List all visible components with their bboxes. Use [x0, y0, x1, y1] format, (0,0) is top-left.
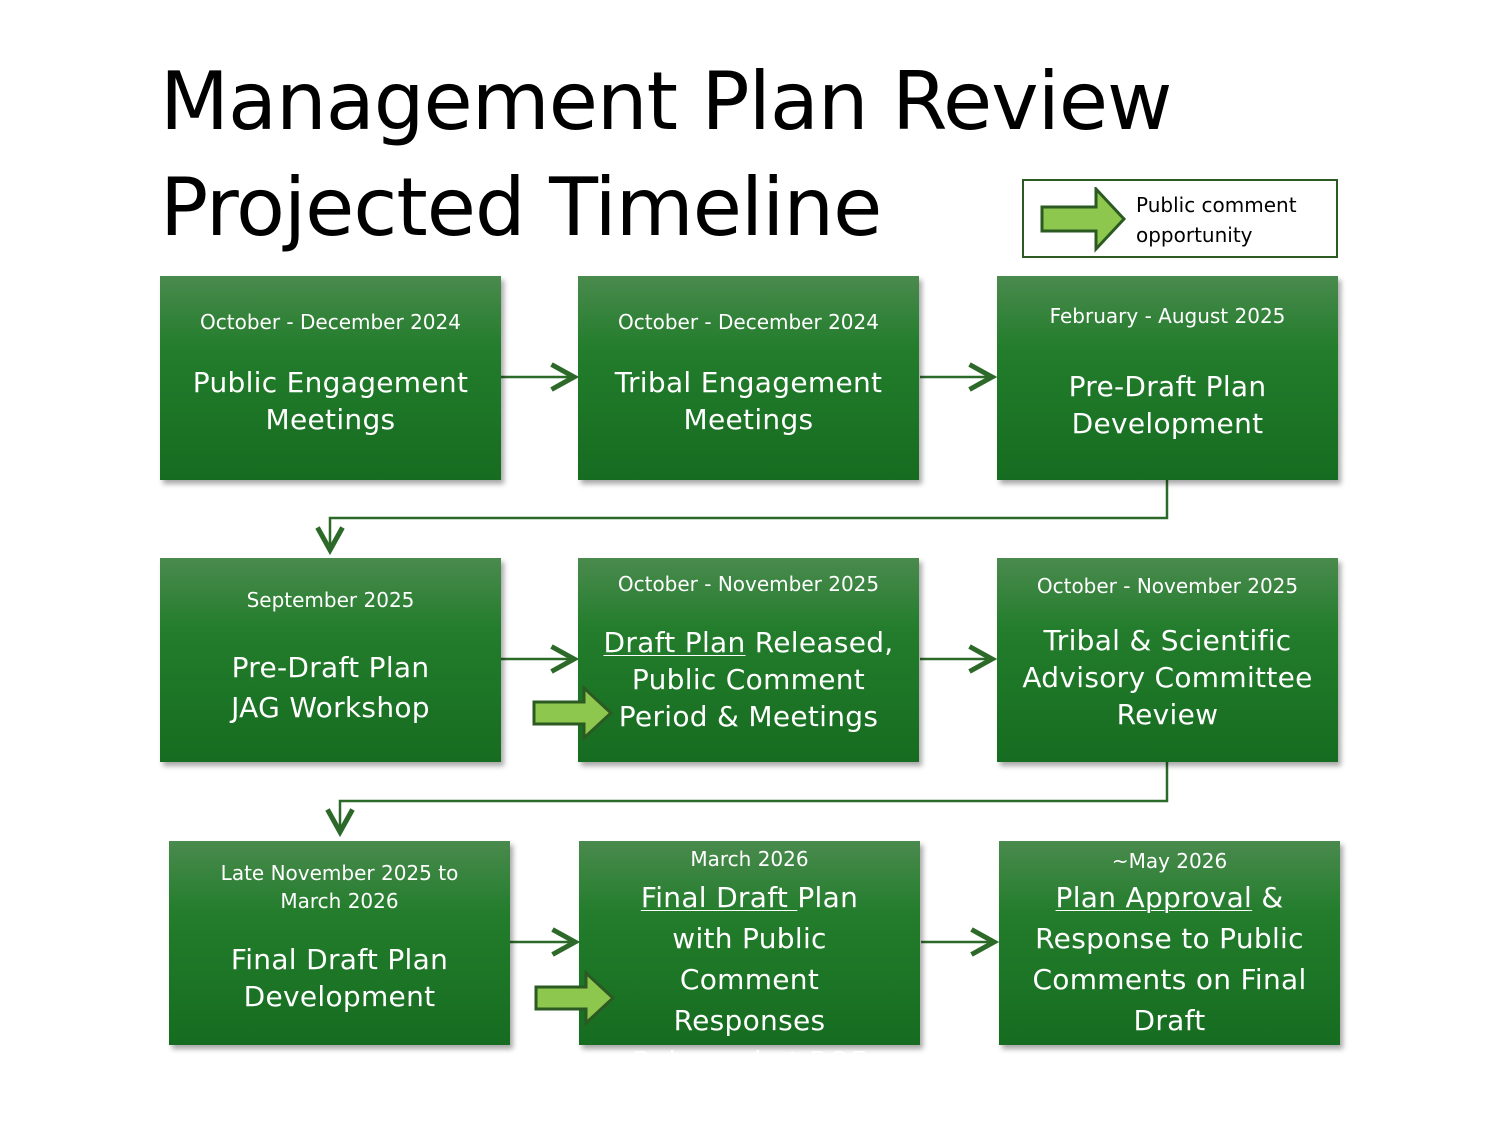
step-title-underlined: Final Draft — [640, 881, 798, 914]
step-title-text: Pre-Draft Plan Development — [1068, 370, 1267, 440]
step-title-text: Plan with Public Comment Responses Relea… — [632, 881, 867, 1078]
timeline-step-6: October - November 2025 Tribal & Scienti… — [997, 558, 1338, 762]
legend-label-line-1: Public comment — [1136, 193, 1297, 217]
timeline-step-1: October - December 2024 Public Engagemen… — [160, 276, 501, 480]
step-date: October - November 2025 — [617, 572, 880, 596]
step-title: Final Draft Plan with Public Comment Res… — [587, 877, 912, 1082]
timeline-step-5: October - November 2025 Draft Plan Relea… — [578, 558, 919, 762]
step-date: October - December 2024 — [200, 310, 461, 334]
legend: Public comment opportunity — [1022, 179, 1338, 258]
legend-label: Public comment opportunity — [1136, 190, 1297, 250]
step-title: Tribal & Scientific Advisory Committee R… — [1005, 622, 1330, 733]
connector-arrow — [340, 762, 1169, 832]
step-date: October - November 2025 — [1036, 574, 1299, 598]
step-title-text: Tribal Engagement Meetings — [614, 366, 883, 436]
step-title-underlined: Draft Plan — [603, 626, 746, 659]
step-title-text: Tribal & Scientific Advisory Committee R… — [1022, 624, 1313, 731]
step-title-underlined: Plan Approval — [1055, 881, 1253, 914]
step-title: Draft Plan Released, Public Comment Peri… — [586, 624, 911, 735]
step-title-text: & Response to Public Comments on Final D… — [1032, 881, 1307, 1037]
step-title-text: Released, Public Comment Period & Meetin… — [618, 626, 894, 733]
step-date: Late November 2025 to March 2026 — [220, 861, 459, 913]
timeline-step-9: ~May 2026 Plan Approval & Response to Pu… — [999, 841, 1340, 1045]
timeline-step-2: October - December 2024 Tribal Engagemen… — [578, 276, 919, 480]
connector-arrow — [330, 480, 1169, 550]
step-title-text: Final Draft Plan Development — [230, 943, 449, 1013]
timeline-step-8: March 2026 Final Draft Plan with Public … — [579, 841, 920, 1078]
public-comment-arrow-icon — [1040, 187, 1127, 253]
title-line-2: Projected Timeline — [160, 161, 882, 254]
step-title: Pre-Draft Plan JAG Workshop — [168, 648, 493, 728]
step-date: September 2025 — [246, 588, 415, 612]
legend-label-line-2: opportunity — [1136, 223, 1253, 247]
timeline-step-4: September 2025 Pre-Draft Plan JAG Worksh… — [160, 558, 501, 762]
step-title: Public Engagement Meetings — [168, 364, 493, 438]
public-comment-arrow-icon — [532, 685, 614, 741]
step-date: October - December 2024 — [618, 310, 879, 334]
timeline-step-7: Late November 2025 to March 2026 Final D… — [169, 841, 510, 1045]
step-title: Tribal Engagement Meetings — [586, 364, 911, 438]
step-title: Final Draft Plan Development — [177, 941, 502, 1015]
title-line-1: Management Plan Review — [160, 55, 1172, 148]
step-date: February - August 2025 — [1049, 304, 1286, 328]
step-date: ~May 2026 — [1111, 849, 1228, 873]
step-title: Plan Approval & Response to Public Comme… — [1007, 877, 1332, 1041]
step-title-text: Pre-Draft Plan JAG Workshop — [231, 651, 430, 724]
step-title: Pre-Draft Plan Development — [1005, 368, 1330, 442]
timeline-step-3: February - August 2025 Pre-Draft Plan De… — [997, 276, 1338, 480]
step-title-text: Public Engagement Meetings — [192, 366, 469, 436]
step-date: March 2026 — [690, 847, 809, 871]
public-comment-arrow-icon — [534, 970, 616, 1026]
